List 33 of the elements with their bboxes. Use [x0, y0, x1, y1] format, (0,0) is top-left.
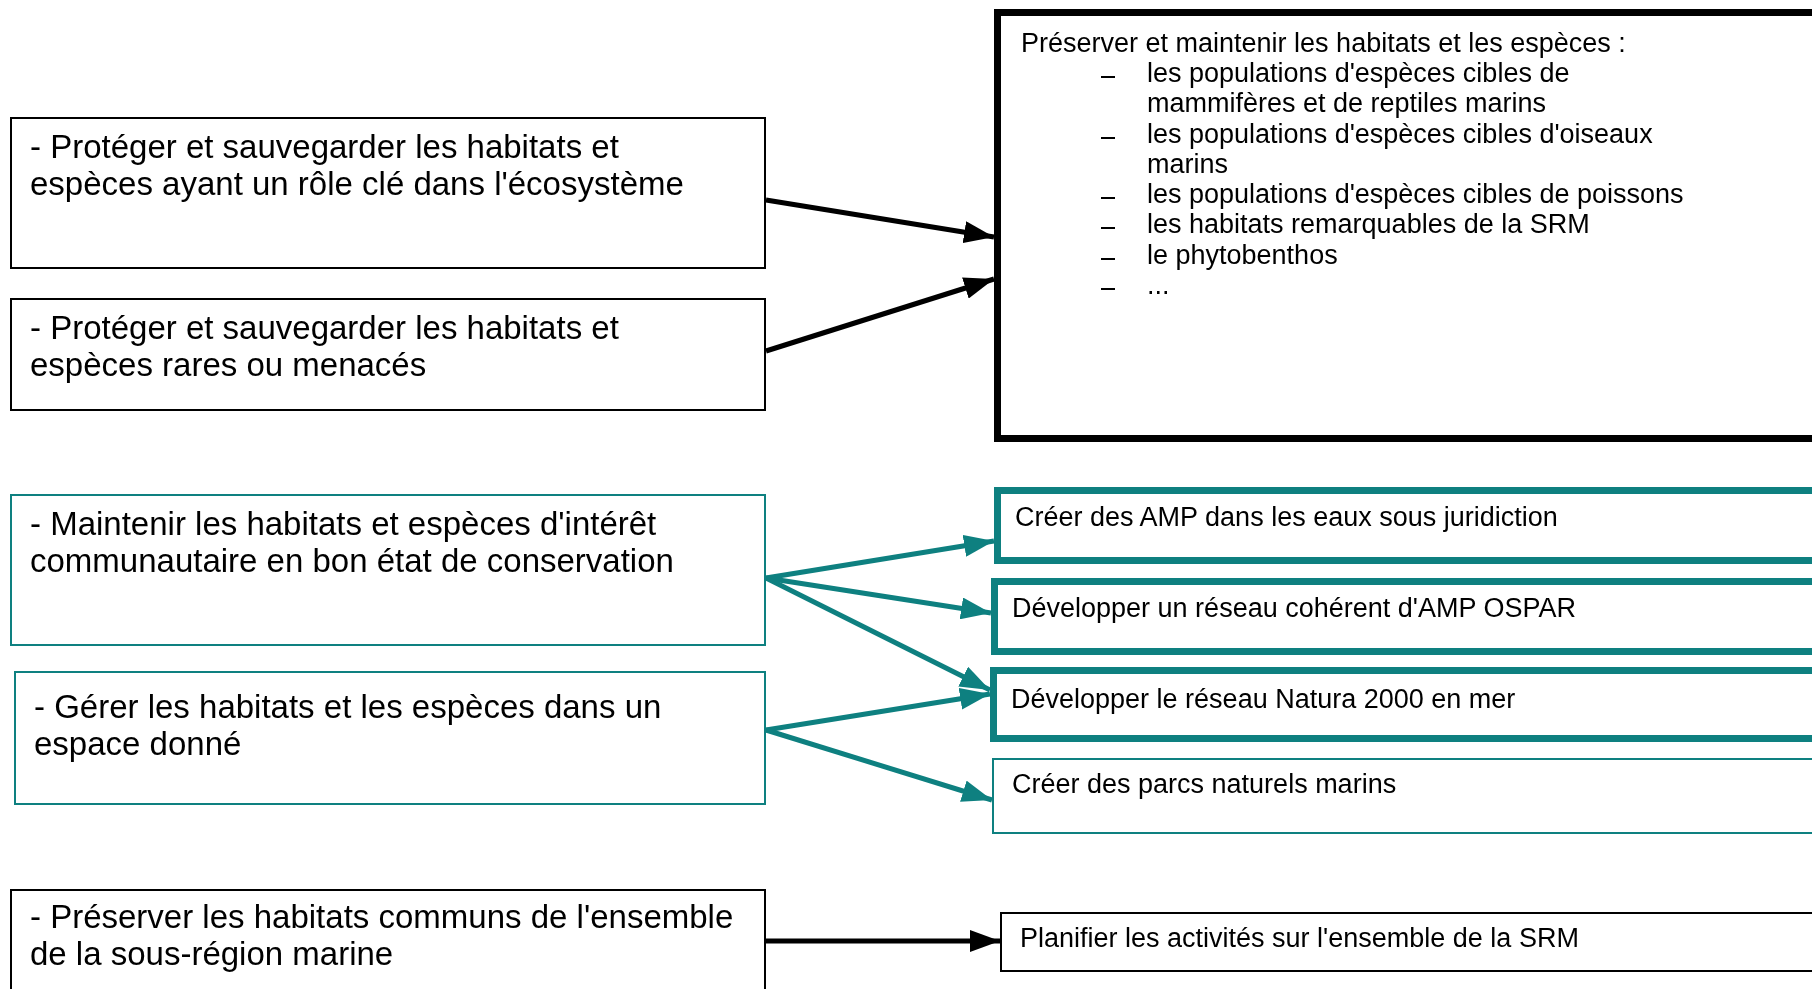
- objective-box: [990, 667, 1812, 742]
- arrow: [765, 276, 995, 354]
- objective-box: [10, 298, 766, 411]
- objective-box: [991, 578, 1812, 655]
- objective-box: [10, 117, 766, 269]
- objective-list-box: [994, 9, 1812, 442]
- box-text: - Préserver les habitats communs de l'ensemble de la sous-région marine: [30, 899, 735, 973]
- box-text: Créer des AMP dans les eaux sous juridiction: [1015, 502, 1558, 533]
- list-item: le phytobenthos: [1147, 239, 1338, 270]
- box-text: - Gérer les habitats et les espèces dans un espace donné: [34, 689, 663, 763]
- box-text: Créer des parcs naturels marins: [1012, 769, 1397, 800]
- objective-box: [14, 671, 766, 805]
- box-heading: Préserver et maintenir les habitats et les espèces :: [1021, 28, 1626, 59]
- box-text: - Maintenir les habitats et espèces d'intérêt communautaire en bon état de conservation: [30, 506, 675, 580]
- box-text: - Protéger et sauvegarder les habitats et espèces ayant un rôle clé dans l'écosystème: [30, 129, 685, 203]
- box-text: - Protéger et sauvegarder les habitats et espèces rares ou menacés: [30, 310, 620, 384]
- objective-box: [10, 494, 766, 646]
- arrow: [765, 534, 995, 581]
- box-text: Développer le réseau Natura 2000 en mer: [1011, 684, 1516, 715]
- objective-box: [992, 758, 1812, 834]
- box-text: Développer un réseau cohérent d'AMP OSPAR: [1012, 593, 1576, 624]
- list-item: les habitats remarquables de la SRM: [1147, 209, 1590, 240]
- list-item: les populations d'espèces cibles de poissons: [1147, 179, 1684, 210]
- objective-box: [994, 487, 1812, 564]
- arrow: [765, 687, 991, 733]
- objective-box: [1000, 912, 1812, 972]
- arrow: [765, 727, 993, 803]
- arrow: [765, 575, 992, 620]
- box-text: Planifier les activités sur l'ensemble de la SRM: [1020, 923, 1579, 954]
- arrow: [766, 930, 1000, 952]
- arrow: [765, 197, 995, 244]
- list-item: ...: [1147, 269, 1170, 301]
- objective-box: [10, 889, 766, 989]
